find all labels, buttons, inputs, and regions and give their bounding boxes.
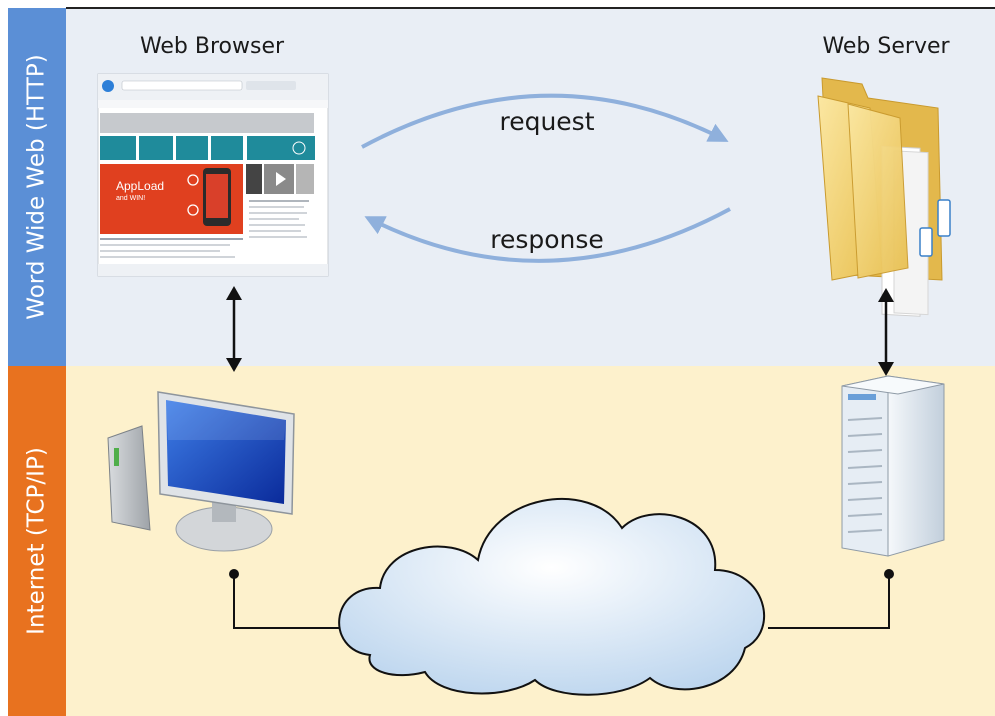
client-network-line (229, 569, 350, 629)
cloud-icon (338, 498, 766, 696)
www-layer-band (8, 8, 66, 366)
www-layer-label: Word Wide Web (HTTP) (24, 54, 50, 319)
browser-double-arrow (226, 286, 242, 372)
server-double-arrow (878, 288, 894, 376)
browser-promo-line1: AppLoad (116, 179, 164, 193)
request-label: request (499, 107, 594, 136)
response-label: response (490, 225, 604, 254)
browser-window-icon: AppLoad and WIN! (97, 73, 329, 277)
tower-server-icon (841, 375, 945, 557)
server-network-line (768, 569, 894, 629)
desktop-computer-icon (107, 391, 295, 552)
internet-layer-label: Internet (TCP/IP) (24, 447, 50, 635)
web-server-title: Web Server (822, 34, 950, 59)
browser-promo-line2: and WIN! (116, 195, 145, 202)
internet-layer-band (8, 366, 66, 716)
response-arrow (364, 207, 731, 263)
web-browser-title: Web Browser (140, 34, 285, 59)
request-arrow (361, 93, 729, 149)
folder-icon (817, 77, 951, 317)
